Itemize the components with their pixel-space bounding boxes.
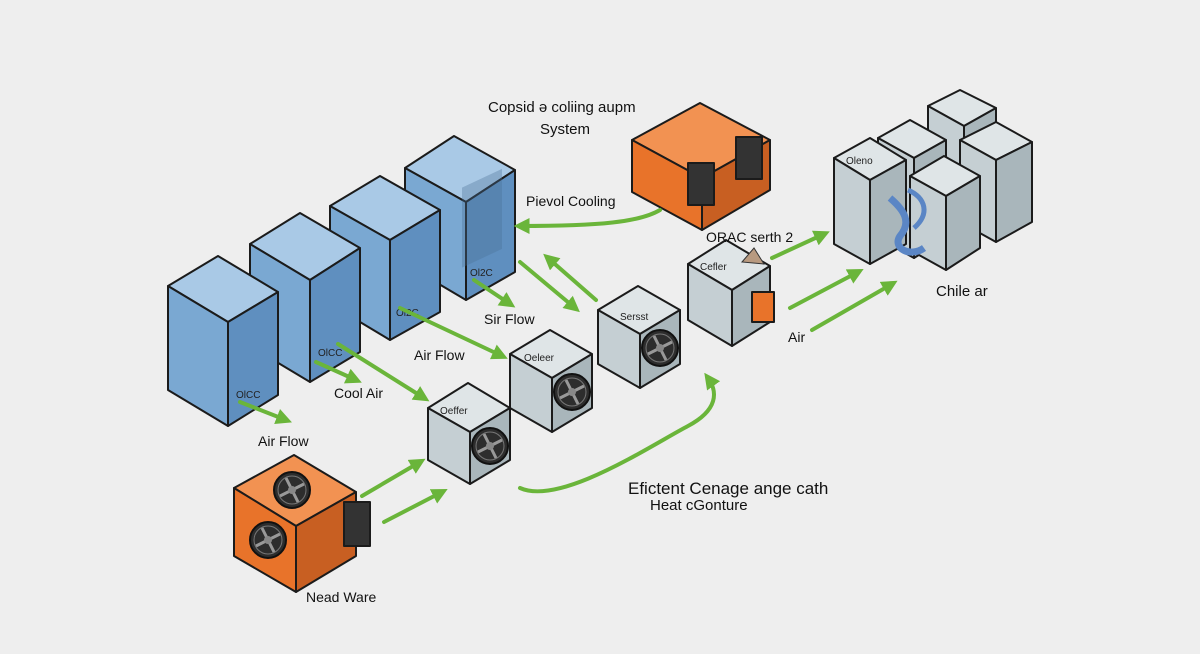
arrow-icon	[518, 260, 580, 313]
fan-icon	[640, 328, 680, 368]
display-panel-icon	[343, 501, 371, 547]
neat-ware-unit	[233, 454, 371, 593]
server-rack-1: OlCC	[167, 255, 279, 427]
arrow-icon	[788, 269, 864, 310]
arrow-icon	[382, 489, 448, 524]
air-flow-left-label: Air Flow	[258, 433, 309, 449]
air-right-label: Air	[788, 329, 805, 345]
orac-serth-label: ORAC serth 2	[706, 229, 793, 245]
air-flow-mid-label: Air Flow	[414, 347, 465, 363]
chiller-label: Chile ar	[936, 283, 988, 300]
pipe-icon	[887, 195, 927, 256]
arrow-icon	[398, 306, 508, 360]
fan-icon	[552, 372, 592, 412]
sir-flow-label: Sir Flow	[484, 311, 535, 327]
cooler-unit-1: Oeffer	[427, 382, 511, 485]
diagram-title-line2: System	[540, 121, 590, 138]
unit-label: Sersst	[620, 312, 649, 323]
rack-label: OlCC	[236, 390, 260, 401]
efficient-label-line1: Efictent Cenage ange cath	[628, 479, 828, 498]
efficient-label-line2: Heat cGonture	[650, 497, 748, 514]
arrow-icon	[513, 208, 662, 234]
rack-label: OlCC	[318, 348, 342, 359]
arrow-icon	[810, 280, 898, 332]
display-panel-icon	[735, 136, 763, 180]
cooler-unit-3: Sersst	[597, 285, 681, 389]
cool-air-label: Cool Air	[334, 385, 383, 401]
unit-label: Cefler	[700, 262, 727, 273]
arrow-icon	[770, 230, 830, 260]
fan-icon	[272, 470, 312, 510]
unit-label: Oeffer	[440, 406, 468, 417]
pievol-cooling-label: Pievol Cooling	[526, 193, 616, 209]
diagram-title-line1: Copsid ə coliing aupm	[488, 99, 636, 116]
airflow-arrows	[238, 208, 898, 524]
fan-icon	[248, 520, 288, 560]
arrow-icon	[472, 278, 516, 308]
rack-label: Ol2C	[470, 268, 493, 279]
unit-label: Oeleer	[524, 353, 555, 364]
orac-unit	[631, 102, 771, 231]
arrow-icon	[314, 360, 362, 384]
display-panel-icon	[687, 162, 715, 206]
neat-ware-label: Nead Ware	[306, 589, 377, 605]
chiller-small-label: Oleno	[846, 156, 873, 167]
cooler-unit-2: Oeleer	[509, 329, 593, 433]
arrow-icon	[336, 342, 430, 402]
arrow-icon	[543, 253, 598, 302]
fan-icon	[470, 426, 510, 466]
cooler-unit-4: Cefler	[687, 239, 775, 347]
arrow-icon	[238, 400, 292, 424]
pipe-icon	[906, 187, 927, 230]
chiller-rack-group: Oleno	[833, 89, 1033, 271]
arrow-icon	[360, 458, 426, 498]
arrow-icon	[518, 372, 721, 494]
